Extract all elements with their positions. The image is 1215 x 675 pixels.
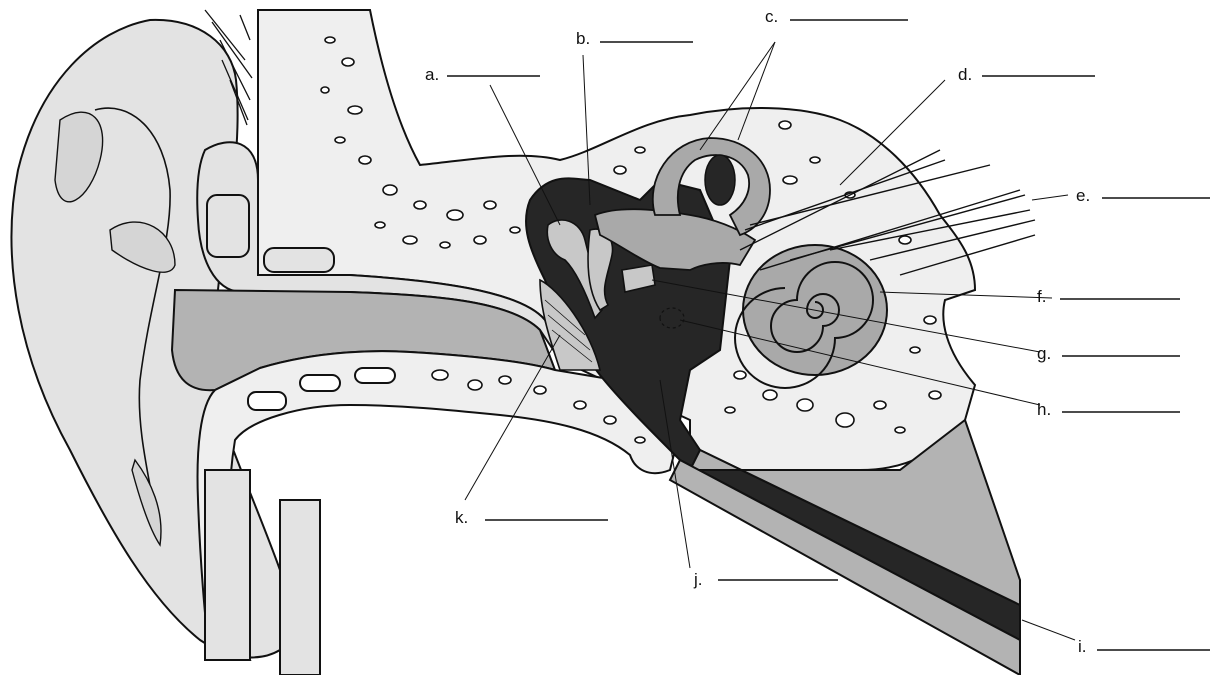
label-g-text: g. [1037, 344, 1051, 363]
label-e-text: e. [1076, 186, 1090, 205]
label-h-text: h. [1037, 400, 1051, 419]
label-f: f. [1037, 287, 1180, 306]
label-b-text: b. [576, 29, 590, 48]
label-h: h. [1037, 400, 1180, 419]
label-e: e. [1076, 186, 1210, 205]
label-d-text: d. [958, 65, 972, 84]
cartilage-block-upper [207, 195, 249, 257]
label-f-text: f. [1037, 287, 1046, 306]
label-b: b. [576, 29, 693, 48]
label-i-text: i. [1078, 637, 1087, 656]
label-k-text: k. [455, 508, 468, 527]
label-a-text: a. [425, 65, 439, 84]
label-k: k. [455, 508, 608, 527]
label-i: i. [1078, 637, 1210, 656]
label-c: c. [765, 7, 908, 26]
canal-inner-loop [705, 155, 735, 205]
label-c-text: c. [765, 7, 778, 26]
label-g: g. [1037, 344, 1180, 363]
label-j-text: j. [693, 570, 703, 589]
ear-illustration [11, 10, 1035, 675]
neck-strip [280, 500, 320, 675]
label-d: d. [958, 65, 1095, 84]
cartilage-block-lower [264, 248, 334, 272]
label-j: j. [693, 570, 838, 589]
label-a: a. [425, 65, 540, 84]
lobule-strip [205, 470, 250, 660]
